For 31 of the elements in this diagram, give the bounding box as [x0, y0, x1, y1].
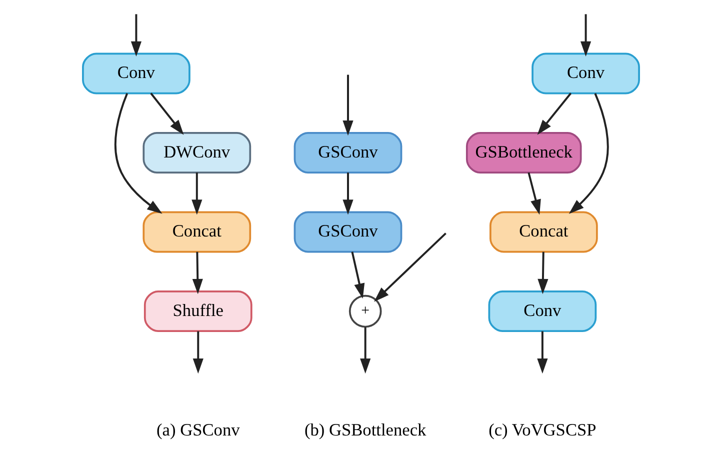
node-box: Conv	[488, 290, 596, 332]
arrow	[568, 93, 608, 214]
arrow	[342, 172, 353, 215]
arrow	[527, 172, 540, 215]
arrow	[342, 74, 353, 136]
node-box: GSConv	[293, 211, 402, 253]
arrow	[536, 92, 572, 135]
arrow	[580, 14, 591, 57]
arrow	[130, 14, 141, 57]
arrow	[191, 172, 202, 215]
arrow	[536, 331, 548, 374]
node-box: Concat	[142, 211, 251, 253]
arrow	[360, 327, 370, 374]
arrow	[350, 252, 364, 299]
arrow	[537, 252, 548, 294]
label: (b) GSBottleneck	[304, 420, 426, 440]
node-box: Conv	[531, 52, 640, 94]
node-circle: +	[348, 294, 382, 328]
node-box: Conv	[82, 52, 190, 94]
arrow	[192, 252, 202, 294]
node-box: DWConv	[142, 132, 251, 174]
node-box: GSConv	[293, 132, 402, 174]
arrow	[150, 92, 184, 135]
node-box: GSBottleneck	[465, 132, 582, 174]
label: (c) VoVGSCSP	[488, 420, 596, 440]
label: (a) GSConv	[156, 420, 240, 440]
node-box: Shuffle	[143, 290, 252, 332]
arrow	[114, 93, 162, 214]
arrow	[192, 331, 203, 374]
node-box: Concat	[489, 211, 598, 253]
arrow	[374, 232, 446, 302]
